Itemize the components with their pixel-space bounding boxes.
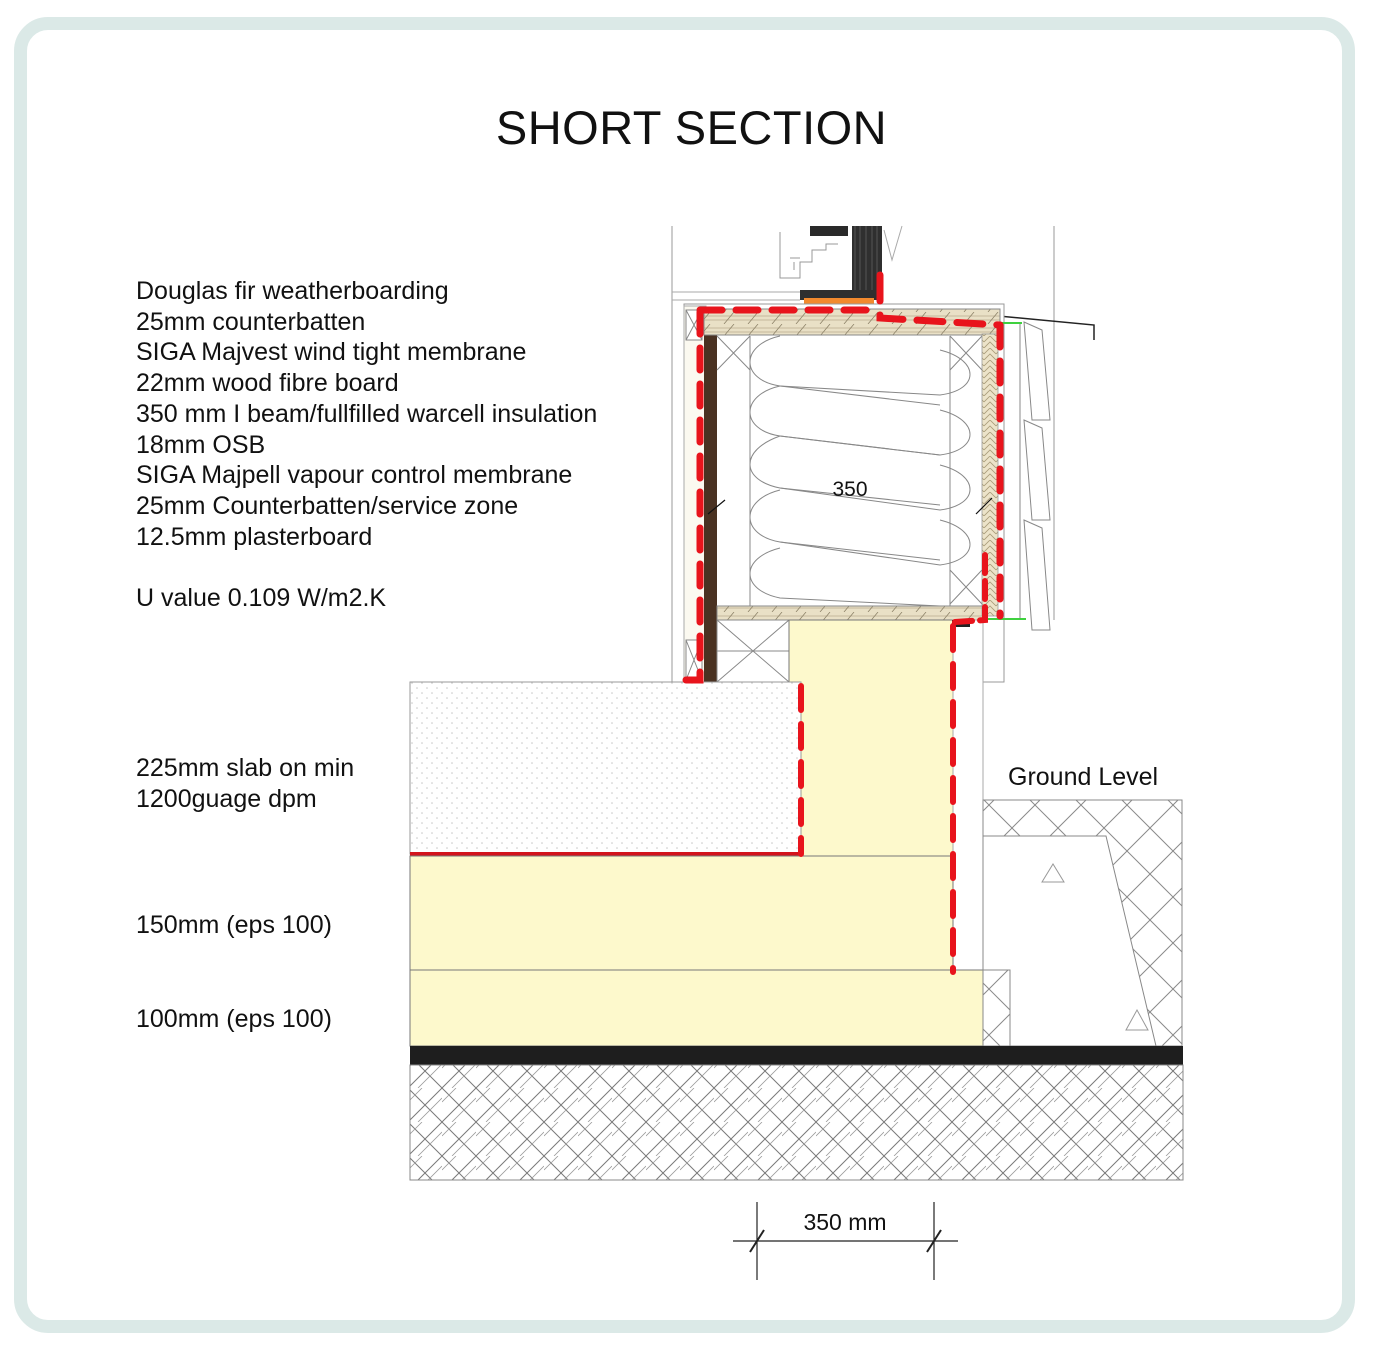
insulation-batts: [749, 335, 971, 607]
slab-label-line1: 225mm slab on min: [136, 754, 355, 782]
bottom-plate: [716, 605, 988, 621]
airtight-line: [682, 271, 1004, 975]
wall-layer-label: 25mm Counterbatten/service zone: [136, 491, 519, 520]
wall-layer-label: SIGA Majvest wind tight membrane: [136, 338, 527, 367]
wall-layer-label: SIGA Majpell vapour control membrane: [136, 461, 573, 490]
wall-layer-label: 25mm counterbatten: [136, 307, 366, 336]
foundation-dimension: [733, 1202, 958, 1280]
osb-board: [704, 322, 717, 684]
external-ground: [982, 799, 1183, 1047]
wall-dimension: 350: [832, 478, 867, 501]
foundation-upstand-insulation: [788, 619, 954, 857]
slab-label-line2: 1200guage dpm: [136, 785, 317, 813]
weatherboarding: [1019, 321, 1051, 631]
hardcore-layer: [409, 1064, 1184, 1181]
window-sill-detail: [671, 225, 1095, 682]
drawing-title: SHORT SECTION: [495, 101, 888, 154]
wall-layer-label: 22mm wood fibre board: [136, 369, 399, 398]
foundation-dimension-label: 350 mm: [803, 1209, 886, 1235]
eps150-label: 150mm (eps 100): [136, 911, 332, 939]
wall-layer-label: 350 mm I beam/fullfilled warcell insulat…: [136, 399, 598, 428]
sill-seal: [804, 298, 874, 304]
wall-layer-label: 18mm OSB: [136, 430, 266, 459]
wall-build-up-list: Douglas fir weatherboarding 25mm counter…: [136, 276, 597, 552]
timber-frame-wall: 350: [683, 303, 1005, 684]
external-render-strip: [952, 619, 984, 971]
blinding-layer: [410, 1046, 1183, 1065]
eps100-label: 100mm (eps 100): [136, 1005, 332, 1033]
u-value-label: U value 0.109 W/m2.K: [136, 584, 387, 612]
ground-level-label: Ground Level: [1008, 763, 1159, 791]
concrete-slab: [409, 681, 802, 855]
wall-layer-label: Douglas fir weatherboarding: [136, 277, 449, 305]
eps-100-layer: [409, 969, 1011, 1047]
eps-150-layer: [409, 855, 954, 971]
wall-layer-label: 12.5mm plasterboard: [136, 522, 373, 551]
